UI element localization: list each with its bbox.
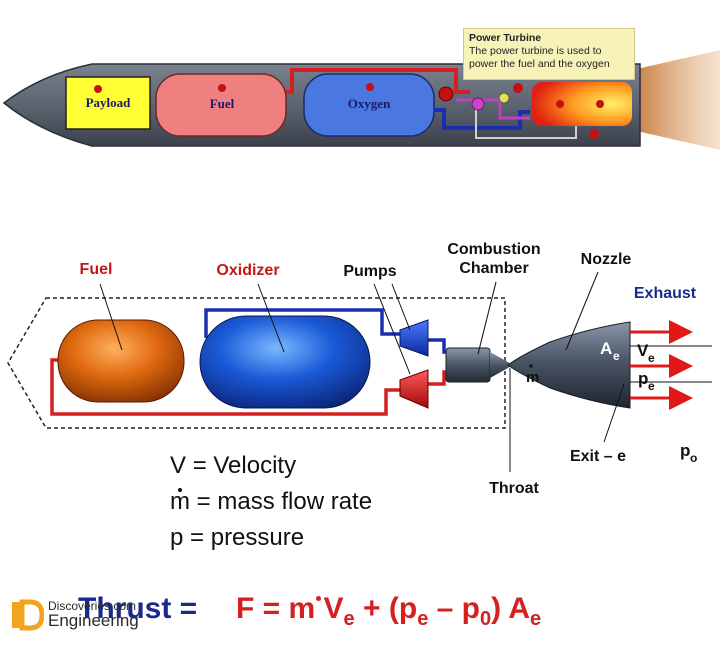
- fuel-tank-top: [155, 73, 287, 137]
- ve-subscript: e: [648, 351, 655, 365]
- pumps-label: Pumps: [343, 263, 396, 280]
- thrust-label: Thrust =: [78, 592, 197, 626]
- fuel-pump: [399, 369, 429, 409]
- fuel-label-top: Fuel: [210, 96, 235, 111]
- brand-text: Discoveries.com Engineering: [48, 600, 198, 629]
- thrust-formula: F = m Ve + (pe – p0) Ae: [236, 592, 541, 631]
- top-oxidizer-line: [434, 108, 530, 130]
- payload-compartment: [65, 76, 151, 130]
- brand-line-1: Discoveries.com: [48, 599, 137, 613]
- oxidizer-tank: [199, 315, 371, 409]
- rocket-cutaway: Payload Fuel Oxygen: [2, 50, 720, 150]
- fuel-label: Fuel: [80, 261, 113, 278]
- oxygen-label-top: Oxygen: [348, 96, 391, 111]
- pumps-leader-2: [391, 283, 411, 331]
- oxidizer-line: [204, 308, 400, 338]
- formula-minus: – p: [436, 592, 481, 625]
- engine-schematic: Fuel Oxidizer Pumps Combustion Chamber N…: [7, 241, 712, 497]
- formula-sub-0: 0: [480, 608, 492, 630]
- thrust-label-text: Thrust =: [78, 592, 198, 625]
- oxidizer-leader: [257, 283, 285, 353]
- exit-label: Exit – e: [570, 448, 626, 465]
- nozzle-leader: [565, 271, 599, 351]
- nozzle-label: Nozzle: [581, 251, 632, 268]
- top-fuel-line: [286, 68, 470, 94]
- nozzle: [507, 321, 631, 409]
- legend-text-v: = Velocity: [192, 452, 297, 479]
- mdot-symbol: m: [526, 369, 539, 386]
- pe-subscript: e: [648, 379, 655, 393]
- combustion-leader: [477, 281, 497, 355]
- tooltip-title: Power Turbine: [469, 32, 542, 44]
- turbine-component-2: [498, 92, 510, 104]
- legend-symbol-m: m: [170, 488, 190, 515]
- formula-sub-e-2: e: [417, 608, 429, 630]
- fuel-leader: [99, 283, 123, 351]
- pumps-leader-1: [373, 283, 411, 375]
- brand-line-2: Engineering: [48, 611, 139, 630]
- power-turbine-tooltip: Power Turbine The power turbine is used …: [463, 28, 635, 80]
- tooltip-text-1: The power turbine is used to: [469, 45, 602, 57]
- exhaust-plume: [632, 50, 720, 150]
- legend-mass-flow: m = mass flow rate: [170, 488, 372, 516]
- formula-mdot-dot: [316, 596, 321, 601]
- fuel-tank: [57, 319, 185, 403]
- formula-sub-e-1: e: [343, 608, 355, 630]
- oxidizer-pump: [399, 319, 429, 357]
- fuel-marker-dot: [218, 84, 226, 92]
- dashed-rocket-outline: [7, 297, 506, 429]
- chamber-marker-dot-2: [596, 100, 604, 108]
- formula-plus: + (p: [363, 592, 418, 625]
- legend-text-p: = pressure: [190, 524, 305, 551]
- chamber-marker-dot: [556, 100, 564, 108]
- legend-pressure: p = pressure: [170, 524, 304, 552]
- combustion-label: Combustion: [447, 241, 540, 258]
- chamber-label: Chamber: [459, 260, 528, 277]
- legend-text-m: = mass flow rate: [196, 488, 373, 515]
- payload-marker-dot: [94, 85, 102, 93]
- pump-component: [438, 86, 454, 102]
- valve-component-2: [589, 129, 599, 139]
- combustion-chamber: [445, 347, 491, 383]
- nozzle-bell: [490, 352, 512, 378]
- fuel-line: [50, 358, 400, 416]
- mdot-dot: [529, 364, 533, 368]
- tooltip-text-2: power the fuel and the oxygen: [469, 58, 610, 70]
- oxidizer-label: Oxidizer: [216, 262, 279, 279]
- brand-logo-icon: [12, 599, 44, 631]
- formula-close: ) A: [491, 592, 531, 625]
- exhaust-label: Exhaust: [634, 285, 697, 302]
- po-subscript: o: [690, 451, 697, 465]
- oxygen-tank-top: [303, 73, 435, 137]
- formula-main: F = m V: [236, 592, 344, 625]
- formula-sub-e-3: e: [530, 608, 542, 630]
- payload-label: Payload: [86, 95, 132, 110]
- legend-mdot-dot: [178, 488, 182, 492]
- combustion-flame: [532, 82, 632, 126]
- top-turbine-line: [475, 104, 577, 139]
- pe-symbol: p: [638, 369, 648, 388]
- turbine-component: [471, 97, 485, 111]
- legend-symbol-p: p: [170, 524, 184, 551]
- po-symbol: p: [680, 441, 690, 460]
- ae-symbol: A: [600, 339, 612, 358]
- legend-velocity: V = Velocity: [170, 452, 296, 480]
- legend-symbol-v: V: [170, 452, 187, 479]
- exit-leader: [603, 383, 625, 443]
- throat-label: Throat: [489, 480, 539, 497]
- ve-symbol: V: [637, 341, 649, 360]
- oxygen-marker-dot: [366, 83, 374, 91]
- ae-subscript: e: [613, 349, 620, 363]
- valve-component: [513, 83, 523, 93]
